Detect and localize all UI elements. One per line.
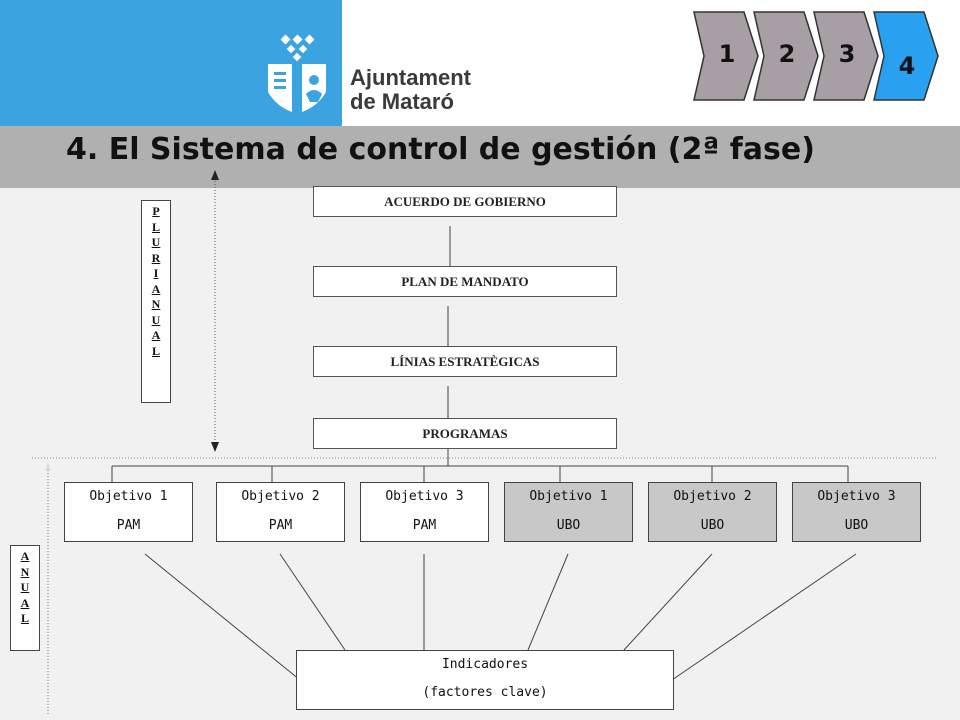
link-obj4-indicadores — [527, 553, 569, 651]
vertical-letter: A — [20, 549, 30, 563]
objective-unit: PAM — [268, 518, 293, 533]
vertical-letter: R — [151, 250, 161, 265]
vertical-letter: P — [152, 204, 160, 218]
box-indicadores: Indicadores (factores clave) — [296, 650, 674, 710]
page-title: 4. El Sistema de control de gestión (2ª … — [66, 132, 815, 167]
step-chevrons — [693, 11, 939, 101]
vertical-letter: U — [151, 235, 161, 249]
step-2-chevron — [753, 11, 819, 101]
box-acuerdo-de-gobierno: ACUERDO DE GOBIERNO — [313, 186, 617, 217]
vertical-letter: U — [20, 580, 30, 594]
objective-unit: PAM — [116, 518, 141, 533]
box-plan-de-mandato: PLAN DE MANDATO — [313, 266, 617, 297]
link-obj2-indicadores — [279, 553, 346, 651]
vertical-letter: N — [20, 564, 30, 579]
step-2-label: 2 — [778, 40, 796, 68]
vertical-letter: A — [151, 328, 161, 342]
ajuntament-logo-icon — [268, 34, 326, 112]
arrow-up-icon — [211, 170, 219, 180]
objective-title: Objetivo 2 — [673, 489, 752, 504]
vertical-letter: A — [20, 595, 30, 610]
objective-1-ubo: Objetivo 1 UBO — [504, 482, 633, 542]
vertical-letter: A — [151, 281, 161, 296]
objective-title: Objetivo 1 — [529, 489, 608, 504]
vertical-letter: L — [151, 219, 160, 234]
step-3-label: 3 — [838, 40, 856, 68]
arrow-down-icon — [211, 442, 219, 452]
step-1-chevron — [693, 11, 759, 101]
objective-unit: UBO — [700, 518, 725, 533]
box-linias-estrategicas: LÍNIAS ESTRATÈGICAS — [313, 346, 617, 377]
step-4-chevron — [873, 11, 939, 101]
link-obj1-indicadores — [144, 553, 301, 681]
objective-3-ubo: Objetivo 3 UBO — [792, 482, 921, 542]
objective-3-pam: Objetivo 3 PAM — [360, 482, 489, 542]
indicators-title: Indicadores — [441, 657, 529, 672]
objective-title: Objetivo 3 — [385, 489, 464, 504]
objective-2-pam: Objetivo 2 PAM — [216, 482, 345, 542]
vertical-letter: I — [153, 266, 159, 280]
vertical-letter: N — [151, 297, 161, 311]
link-obj5-indicadores — [623, 553, 713, 651]
step-4-label: 4 — [898, 52, 916, 80]
objective-unit: PAM — [412, 518, 437, 533]
organization-name-line1: Ajuntament — [350, 65, 471, 90]
step-3-chevron — [813, 11, 879, 101]
objective-2-ubo: Objetivo 2 UBO — [648, 482, 777, 542]
step-1-label: 1 — [718, 40, 736, 68]
vertical-letter: L — [20, 611, 29, 625]
link-obj6-indicadores — [671, 553, 857, 681]
box-programas: PROGRAMAS — [313, 418, 617, 449]
title-bar — [0, 126, 960, 188]
objective-title: Objetivo 3 — [817, 489, 896, 504]
objective-1-pam: Objetivo 1 PAM — [64, 482, 193, 542]
vertical-letter: L — [151, 343, 160, 358]
indicators-subtitle: (factores clave) — [422, 685, 548, 700]
arrow-up-icon — [45, 462, 51, 470]
logo-panel — [0, 0, 342, 126]
objective-title: Objetivo 1 — [89, 489, 168, 504]
organization-name: Ajuntament de Mataró — [350, 66, 471, 114]
objective-title: Objetivo 2 — [241, 489, 320, 504]
vertical-letter: U — [151, 312, 161, 327]
objective-unit: UBO — [844, 518, 869, 533]
objective-unit: UBO — [556, 518, 581, 533]
organization-name-line2: de Mataró — [350, 89, 454, 114]
